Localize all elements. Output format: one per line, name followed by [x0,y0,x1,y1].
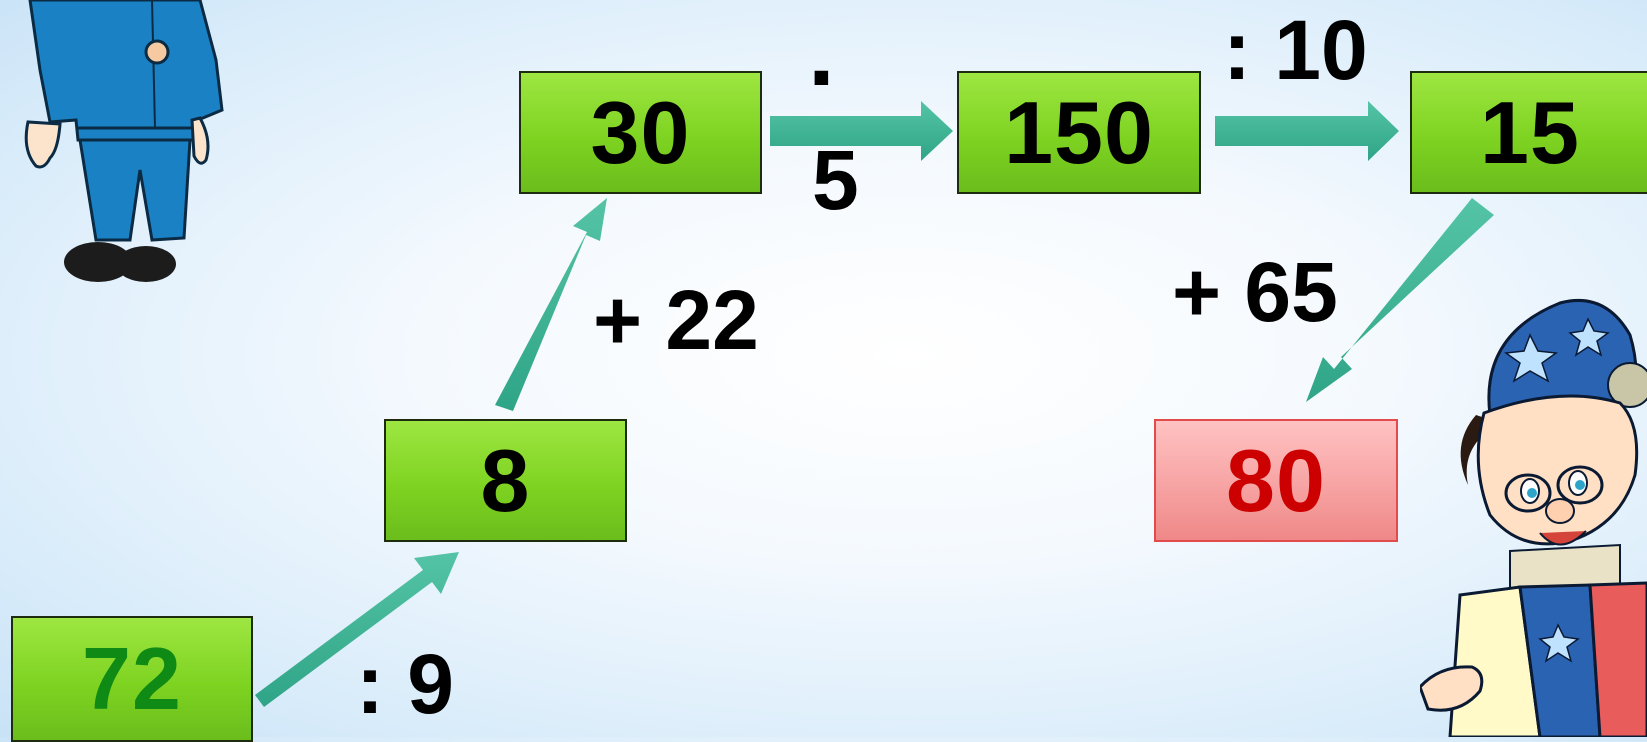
arrow-15-to-80 [1306,198,1494,402]
arrow-8-to-30 [495,198,607,411]
policeman-character-icon [24,0,224,282]
node-15: 15 [1410,71,1647,194]
node-8: 8 [384,419,627,542]
node-80-result: 80 [1154,419,1398,542]
wizard-boy-character-icon [1420,298,1647,737]
op-multiply-sign: · [808,24,840,131]
node-30: 30 [519,71,762,194]
node-72: 72 [11,616,253,742]
arrow-72-to-8 [255,552,459,707]
op-plus-65: + 65 [1172,245,1338,339]
arrow-30-to-150 [770,101,953,161]
arrow-150-to-15 [1215,101,1399,161]
op-divide-10: : 10 [1223,3,1368,97]
op-divide-9: : 9 [356,637,455,731]
op-plus-22: + 22 [593,273,759,367]
node-150: 150 [957,71,1201,194]
op-multiply-5: 5 [812,133,859,227]
